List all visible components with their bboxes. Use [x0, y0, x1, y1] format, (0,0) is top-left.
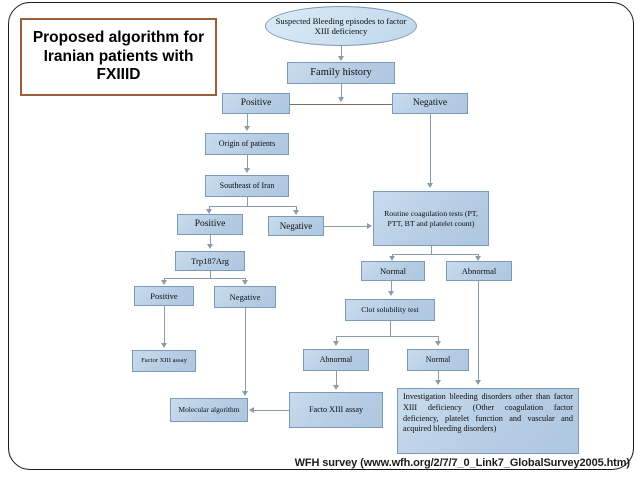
arrowhead-se-positive-to-trp [206, 244, 213, 249]
connector-clot-to-abnormal [336, 336, 337, 342]
connector-trp-down [210, 271, 211, 278]
connector-clot-normal-to-investigation [438, 371, 439, 382]
node-clot-solubility-test-label: Clot solubility test [361, 305, 419, 315]
node-facto-xiii-assay[interactable]: Facto XIII assay [289, 392, 383, 428]
node-clot-solubility-test[interactable]: Clot solubility test [345, 299, 435, 321]
arrowhead-clot-normal-to-investigation [434, 380, 441, 385]
node-fh-negative-label: Negative [412, 97, 448, 108]
node-southeast-of-iran-label: Southeast of Iran [219, 181, 275, 191]
node-family-history[interactable]: Family history [287, 62, 395, 84]
arrowhead-facto-assay-to-molecular [249, 406, 254, 413]
connector-southeast-to-se-negative [296, 206, 297, 211]
arrowhead-clot-to-normal [434, 341, 441, 346]
arrowhead-trp-positive-to-factor-assay [160, 343, 167, 348]
connector-clot-abnormal-to-facto-assay [336, 371, 337, 386]
arrowhead-trp-to-positive [160, 280, 167, 285]
page-title-text: Proposed algorithm for Iranian patients … [32, 28, 205, 84]
node-routine-coagulation-tests[interactable]: Routine coagulation tests (PT, PTT, BT a… [373, 191, 489, 246]
connector-southeast-to-se-positive [209, 206, 210, 210]
connector-fh-positive-to-negative [290, 104, 392, 105]
connector-southeast-split-bar [209, 206, 297, 207]
connector-rct-to-abnormal [478, 254, 479, 257]
connector-trp-to-positive [164, 278, 165, 281]
node-factor-xiii-assay[interactable]: Factor XIII assay [132, 350, 196, 372]
arrowhead-rct-to-normal [388, 256, 395, 261]
arrowhead-rct-to-abnormal [474, 256, 481, 261]
connector-rct-abnormal-to-investigation [478, 281, 479, 381]
connector-southeast-down [247, 197, 248, 206]
arrowhead-fh-positive-to-origin [243, 126, 250, 131]
node-trp-positive[interactable]: Positive [134, 286, 194, 306]
node-rct-normal[interactable]: Normal [361, 261, 425, 281]
node-clot-abnormal[interactable]: Abnormal [303, 349, 369, 371]
connector-trp-to-negative [245, 278, 246, 281]
node-investigation-label: Investigation bleeding disorders other t… [403, 392, 573, 434]
node-start-suspected-bleeding[interactable]: Suspected Bleeding episodes to factor XI… [265, 6, 417, 46]
arrowhead-clot-to-abnormal [332, 341, 339, 346]
node-southeast-of-iran[interactable]: Southeast of Iran [205, 175, 289, 197]
node-rct-abnormal-label: Abnormal [461, 265, 497, 276]
node-molecular-algorithm-label: Molecular algorithm [178, 404, 240, 414]
arrowhead-clot-abnormal-to-facto-assay [332, 385, 339, 390]
page-title: Proposed algorithm for Iranian patients … [20, 18, 217, 96]
node-facto-xiii-assay-label: Facto XIII assay [308, 405, 364, 415]
node-trp-negative[interactable]: Negative [214, 286, 276, 308]
connector-se-negative-to-rct [324, 226, 368, 227]
connector-rct-to-normal [392, 254, 393, 257]
node-origin-of-patients[interactable]: Origin of patients [205, 133, 289, 155]
node-routine-coagulation-tests-label: Routine coagulation tests (PT, PTT, BT a… [384, 209, 478, 228]
connector-rct-split-bar [392, 254, 479, 255]
connector-trp-split-bar [164, 278, 246, 279]
arrowhead-se-negative-to-rct [367, 222, 372, 229]
node-fh-negative[interactable]: Negative [392, 93, 468, 114]
connector-se-positive-to-trp [210, 235, 211, 245]
arrowhead-rct-normal-to-clot [387, 291, 394, 296]
node-factor-xiii-assay-label: Factor XIII assay [141, 357, 187, 365]
arrowhead-family-history-down [337, 97, 344, 102]
node-start-label: Suspected Bleeding episodes to factor XI… [275, 15, 407, 36]
node-origin-of-patients-label: Origin of patients [218, 139, 276, 149]
node-molecular-algorithm[interactable]: Molecular algorithm [170, 398, 248, 422]
node-trp187arg[interactable]: Trp187Arg [175, 251, 245, 271]
node-se-positive-label: Positive [194, 218, 226, 229]
node-se-positive[interactable]: Positive [177, 214, 243, 235]
node-rct-normal-label: Normal [380, 265, 406, 276]
node-family-history-label: Family history [310, 66, 372, 78]
arrowhead-trp-to-negative [241, 280, 248, 285]
node-clot-normal[interactable]: Normal [407, 349, 469, 371]
connector-start-to-family-history [341, 46, 342, 57]
connector-clot-down [390, 321, 391, 336]
arrowhead-origin-to-southeast [243, 168, 250, 173]
arrowhead-trp-negative-to-molecular [241, 391, 248, 396]
connector-fh-positive-to-origin [247, 114, 248, 127]
connector-clot-to-normal [438, 336, 439, 342]
node-clot-abnormal-label: Abnormal [319, 355, 353, 365]
connector-fh-negative-to-rct [430, 114, 431, 184]
arrowhead-start-to-family-history [337, 56, 344, 61]
node-trp-negative-label: Negative [229, 291, 261, 302]
node-fh-positive[interactable]: Positive [222, 93, 290, 114]
arrowhead-rct-abnormal-to-investigation [474, 380, 481, 385]
node-se-negative[interactable]: Negative [268, 216, 324, 236]
connector-family-history-down [341, 84, 342, 98]
connector-trp-negative-to-molecular [245, 308, 246, 392]
connector-clot-split-bar [336, 336, 438, 337]
connector-trp-positive-to-factor-assay [164, 306, 165, 344]
connector-rct-down [431, 246, 432, 254]
node-trp187arg-label: Trp187Arg [191, 255, 229, 266]
footer-source-note: WFH survey (www.wfh.org/2/7/7_0_Link7_Gl… [294, 457, 631, 469]
node-clot-normal-label: Normal [425, 355, 451, 365]
node-fh-positive-label: Positive [240, 97, 272, 108]
node-investigation-other-bleeding-disorders[interactable]: Investigation bleeding disorders other t… [397, 388, 579, 454]
connector-origin-to-southeast [247, 155, 248, 169]
connector-rct-normal-to-clot [391, 281, 392, 292]
arrowhead-southeast-to-se-negative [292, 210, 299, 215]
node-trp-positive-label: Positive [150, 290, 178, 301]
arrowhead-southeast-to-se-positive [205, 209, 212, 214]
node-se-negative-label: Negative [279, 220, 313, 231]
node-rct-abnormal[interactable]: Abnormal [446, 261, 512, 281]
connector-facto-assay-to-molecular [254, 410, 290, 411]
arrowhead-fh-negative-to-rct [426, 183, 433, 188]
